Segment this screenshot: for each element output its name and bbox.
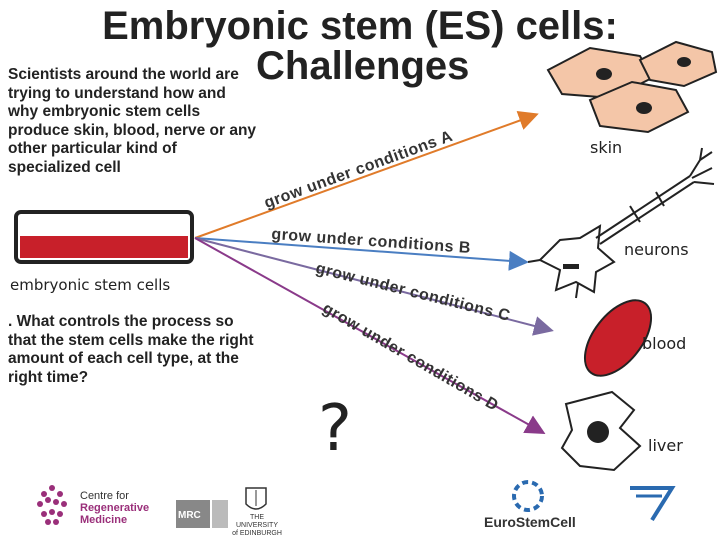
path-b-arrow (194, 237, 529, 271)
source-label: embryonic stem cells (10, 276, 171, 294)
edinburgh-crest-icon (245, 487, 267, 510)
crm-logo-text: Centre for Regenerative Medicine (80, 490, 149, 526)
path-c-arrow (194, 237, 554, 336)
skin-label: skin (590, 138, 623, 157)
fp7-logo-icon (624, 480, 682, 524)
mrc-logo-icon (176, 500, 228, 528)
neurons-label: neurons (624, 240, 689, 259)
path-a-arrow (194, 111, 539, 239)
unknown-mark: ? (318, 392, 352, 466)
crm-line1: Centre for (80, 490, 129, 502)
blood-label: blood (642, 334, 687, 353)
path-d-arrow (194, 237, 546, 434)
edinburgh-line1: THE UNIVERSITY (235, 514, 278, 529)
skin-cells-icon (546, 40, 718, 134)
crm-logo-icon (37, 485, 67, 525)
blood-cell-icon (583, 299, 653, 377)
crm-line3: Medicine (80, 514, 128, 526)
title-line2: Challenges (256, 44, 470, 88)
title-line1: Embryonic stem (ES) cells: (102, 4, 618, 48)
mrc-logo-text: MRC (178, 510, 201, 521)
crm-line2: Regenerative (80, 502, 150, 514)
edinburgh-line2: of EDINBURGH (232, 530, 282, 537)
fp7-logo-text: 7 (666, 484, 667, 485)
neuron-icon (527, 147, 715, 299)
liver-label: liver (648, 436, 683, 455)
question-text: . What controls the process so that the … (8, 313, 254, 386)
intro-text: Scientists around the world are trying t… (8, 66, 257, 176)
eurostemcell-logo-icon (512, 480, 544, 512)
edinburgh-logo-text: THE UNIVERSITY of EDINBURGH (232, 514, 282, 538)
eurostemcell-logo-text: EuroStemCell (484, 514, 576, 530)
culture-dish-icon (14, 210, 194, 264)
